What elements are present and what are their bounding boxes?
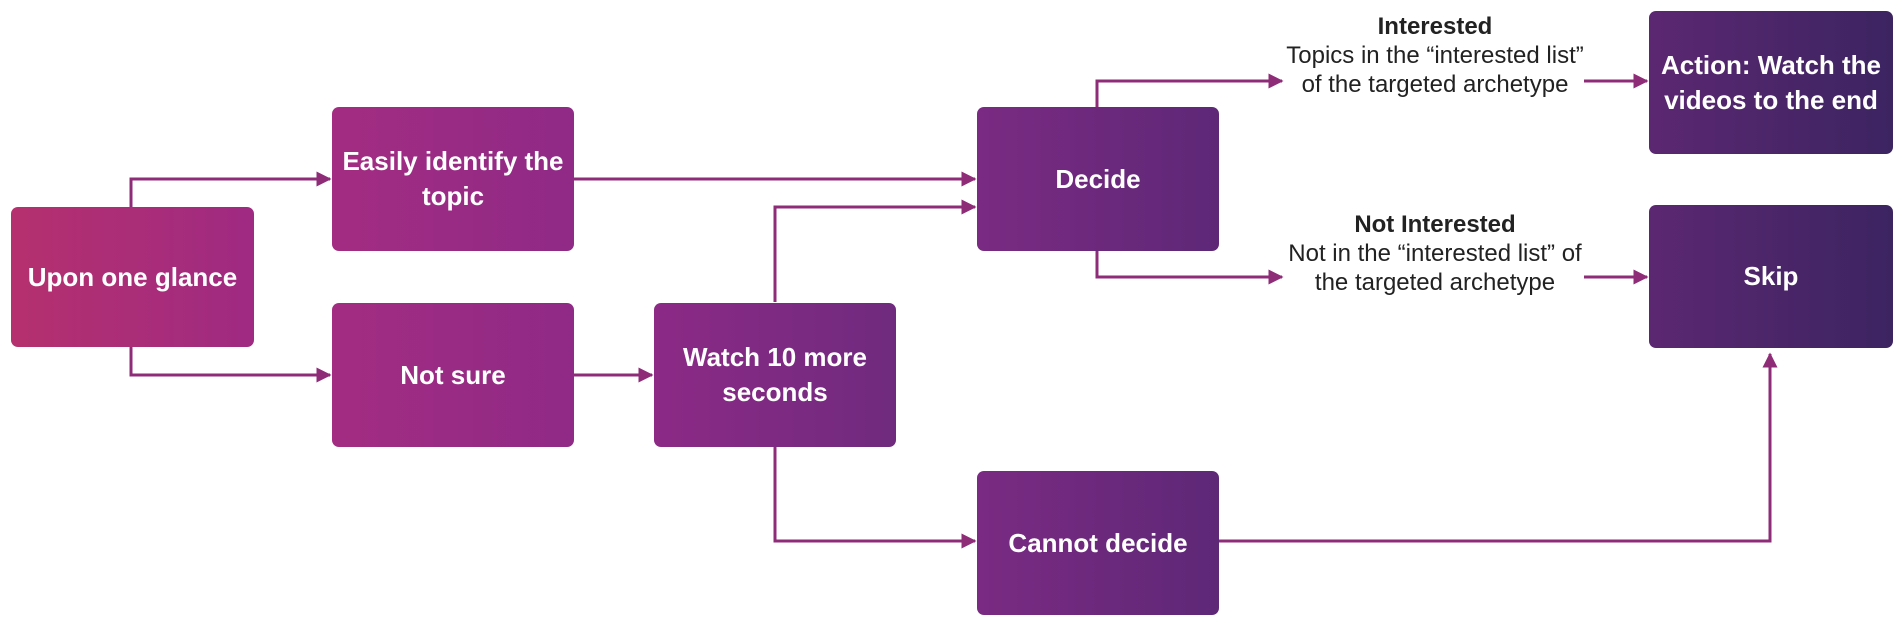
node-easily-identify-topic: Easily identify the topic: [332, 107, 574, 251]
node-action-watch-to-end: Action: Watch the videos to the end: [1649, 11, 1893, 154]
label-interested: Interested Topics in the “interested lis…: [1285, 12, 1585, 99]
arrow-decide-to-not-interested: [1095, 251, 1284, 285]
label-not-interested-text: Not in the “interested list” of the targ…: [1288, 240, 1582, 296]
label-interested-heading: Interested: [1377, 13, 1493, 40]
arrow-watch-to-decide: [773, 199, 977, 302]
arrow-glance-to-notsure: [129, 344, 332, 383]
node-watch-10-more-seconds: Watch 10 more seconds: [654, 303, 896, 447]
arrow-glance-to-identify: [129, 171, 332, 207]
label-interested-text: Topics in the “interested list” of the t…: [1286, 42, 1584, 98]
label-not-interested-heading: Not Interested: [1354, 211, 1516, 238]
node-upon-one-glance: Upon one glance: [11, 207, 254, 347]
arrow-watch-to-cannot: [773, 444, 977, 549]
arrow-decide-to-interested: [1095, 73, 1284, 107]
node-not-sure: Not sure: [332, 303, 574, 447]
node-decide: Decide: [977, 107, 1219, 251]
node-skip: Skip: [1649, 205, 1893, 348]
label-not-interested: Not Interested Not in the “interested li…: [1285, 210, 1585, 297]
node-cannot-decide: Cannot decide: [977, 471, 1219, 615]
arrow-cannot-to-skip: [1218, 352, 1778, 543]
